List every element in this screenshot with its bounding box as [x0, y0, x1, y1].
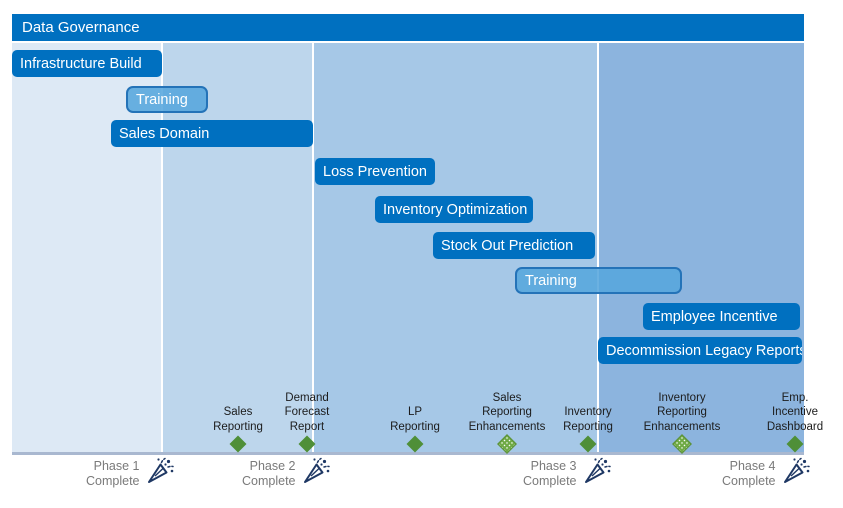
milestone-label-line: Sales	[223, 406, 253, 418]
phase-marker-line1: Phase 1	[93, 459, 140, 473]
task-bar-infrastructure-build-0: Infrastructure Build	[12, 50, 162, 77]
milestone-label-line: Emp.	[781, 391, 809, 404]
phase-marker-line2: Complete	[242, 474, 296, 488]
phase-marker-line1: Phase 4	[729, 459, 776, 473]
milestone-diamond-icon	[786, 435, 804, 453]
task-bar-stock-out-prediction-5: Stock Out Prediction	[433, 232, 595, 259]
milestone-label-line: Reporting	[213, 420, 263, 433]
party-popper-icon	[301, 456, 331, 486]
phase-marker-line2: Complete	[523, 474, 577, 488]
phase-marker-line2: Complete	[86, 474, 140, 488]
milestone-label-line: Demand	[285, 391, 329, 404]
milestone-label-line: Enhancements	[643, 420, 721, 433]
milestone-label-line: Forecast	[284, 406, 330, 418]
phase-marker-line1: Phase 2	[249, 459, 296, 473]
task-bar-sales-domain-2: Sales Domain	[111, 120, 313, 147]
timeline-axis	[12, 452, 804, 455]
milestone-label-line: Inventory	[564, 406, 612, 418]
milestone-diamond-icon	[497, 434, 517, 454]
milestone-diamond-icon	[406, 435, 424, 453]
party-popper-icon	[582, 456, 612, 486]
milestone-label-line: LP	[407, 406, 423, 418]
data-governance-bar: Data Governance	[12, 14, 804, 41]
milestone-label-line: Report	[289, 420, 325, 433]
milestone-label-line: Incentive	[771, 406, 819, 418]
party-popper-icon	[145, 456, 175, 486]
phase-marker-line2: Complete	[722, 474, 776, 488]
task-bar-employee-incentive-7: Employee Incentive	[643, 303, 800, 330]
milestone-label-line: Inventory	[658, 391, 706, 404]
milestone-label: LP Reporting	[350, 405, 480, 434]
task-bar-training-6: Training	[515, 267, 682, 294]
phase-band-4	[599, 43, 804, 452]
milestone-label-line: Enhancements	[468, 420, 546, 433]
milestone-label-line: Reporting	[657, 406, 707, 418]
task-bar-decommission-legacy-reports-8: Decommission Legacy Reports	[598, 337, 802, 364]
milestone-label-line: Reporting	[482, 406, 532, 418]
task-bar-training-1: Training	[126, 86, 208, 113]
milestone-diamond-icon	[672, 434, 692, 454]
milestone-label-line: Sales	[492, 391, 522, 404]
task-bar-loss-prevention-3: Loss Prevention	[315, 158, 435, 185]
milestone-diamond-icon	[298, 435, 316, 453]
phase-marker-line1: Phase 3	[530, 459, 577, 473]
milestone-label-line: Reporting	[563, 420, 613, 433]
data-governance-label: Data Governance	[22, 19, 140, 36]
milestone-label-line: Reporting	[390, 420, 440, 433]
party-popper-icon	[781, 456, 811, 486]
milestone-label-line: Dashboard	[766, 420, 824, 433]
milestone-lp-reporting: LP Reporting	[350, 385, 480, 453]
milestone-diamond-icon	[579, 435, 597, 453]
task-bar-inventory-optimization-4: Inventory Optimization	[375, 196, 533, 223]
